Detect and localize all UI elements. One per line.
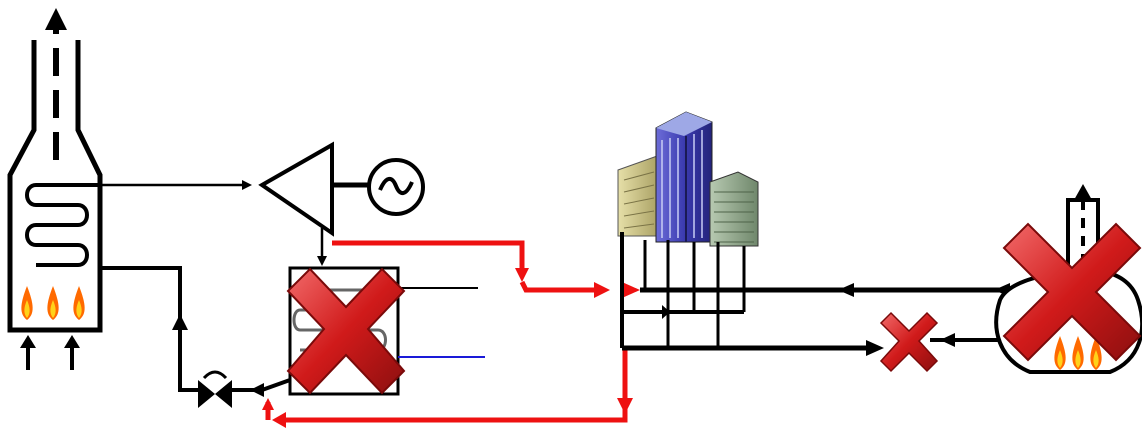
manifold-inlet-arrow-icon <box>622 282 640 298</box>
supply-flow-arrow-icon <box>866 340 884 356</box>
boiler-stack <box>7 8 103 370</box>
tilde-icon <box>378 177 414 195</box>
feed-pump <box>198 370 232 408</box>
return-flow-arrow-icon <box>838 283 854 297</box>
pump-handle <box>202 370 228 380</box>
turbine-icon <box>258 141 334 237</box>
district-heating-network <box>620 232 1012 351</box>
pump-left-arrow-icon <box>250 383 264 397</box>
steam-turbine <box>258 141 334 237</box>
disabled-cross-icon-peak-boiler <box>1002 222 1142 362</box>
district-buildings <box>617 111 759 247</box>
hot-water-supply-line <box>332 240 640 298</box>
chimney-exhaust-arrow-icon <box>45 8 67 30</box>
feed-water-up-arrow-icon <box>172 314 188 330</box>
generator <box>367 158 425 216</box>
boiler-outline <box>7 40 103 333</box>
air-inlet-arrows-icon <box>20 335 80 370</box>
supply-arrow-icon <box>594 282 610 298</box>
disabled-cross-icon-condenser <box>286 267 406 395</box>
boiler-coil <box>25 183 98 267</box>
office-buildings-icon <box>617 111 759 247</box>
feed-water-loop <box>100 266 291 397</box>
boiler-flames-icon <box>21 286 85 320</box>
disabled-cross-icon-valve <box>879 311 939 373</box>
peak-boiler-return-arrow-icon <box>940 333 955 347</box>
peak-boiler-exhaust-arrow-icon <box>1074 184 1092 200</box>
pump-valve-icon <box>198 380 232 408</box>
hot-water-return-line <box>262 348 633 428</box>
peak-boiler-flames-icon <box>1054 336 1102 370</box>
